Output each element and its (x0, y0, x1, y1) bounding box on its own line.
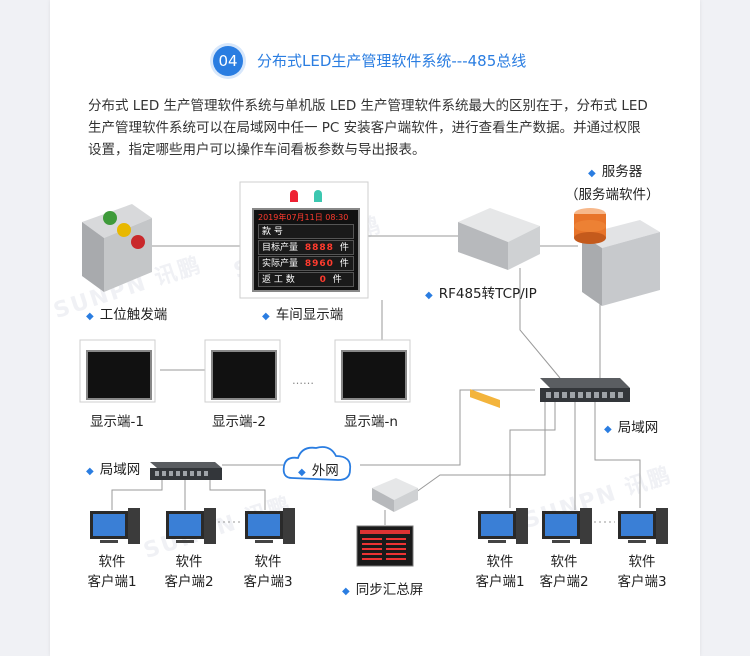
computer-icon (618, 508, 668, 544)
bullet-icon: ◆ (342, 586, 350, 597)
board-row: 返 工 数 0 件 (258, 272, 354, 287)
label-server-software: （服务端软件） (565, 187, 660, 203)
label-line: 客户端2 (164, 574, 214, 590)
label-line: 软件 (628, 554, 656, 570)
label-line: 客户端1 (475, 574, 525, 590)
bullet-icon: ◆ (262, 311, 270, 322)
board-row-value: 8888 (304, 243, 334, 253)
intro-line-2: 生产管理软件系统可以在局域网中任一 PC 安装客户端软件，进行查看生产数据。并通… (88, 120, 641, 136)
computer-icon (478, 508, 528, 544)
label-internet: ◆ 外网 (298, 459, 339, 479)
server-icon (574, 208, 660, 306)
label-line: 客户端3 (243, 574, 293, 590)
small-led-board-icon (86, 350, 152, 400)
dots-separator: …… (292, 374, 314, 387)
label-text: 工位触发端 (99, 307, 168, 323)
label-line: 软件 (254, 554, 282, 570)
section-number-badge: 04 (213, 46, 243, 76)
board-row-label: 返 工 数 (262, 275, 295, 285)
board-row-value: 8960 (304, 259, 334, 269)
intro-line-1: 分布式 LED 生产管理软件系统与单机版 LED 生产管理软件系统最大的区别在于… (88, 98, 648, 114)
computer-icon (245, 508, 295, 544)
label-client-right-1: 软件客户端1 (470, 552, 530, 592)
small-led-board-icon (211, 350, 277, 400)
red-alarm-lamp-icon (290, 190, 298, 202)
workshop-led-board: 2019年07月11日 08:30 款 号 0000000000 目标产量 88… (252, 208, 360, 292)
board-row-unit: 件 (332, 275, 342, 285)
label-text: 外网 (311, 463, 339, 479)
label-client-right-2: 软件客户端2 (534, 552, 594, 592)
trigger-box-icon (82, 204, 152, 292)
label-text: 服务器 (601, 164, 643, 180)
computer-icon (90, 508, 140, 544)
label-client-right-3: 软件客户端3 (612, 552, 672, 592)
intro-line-3: 设置，指定哪些用户可以操作车间看板参数与导出报表。 (88, 142, 426, 158)
label-converter: ◆ RF485转TCP/IP (425, 282, 537, 302)
small-led-board-icon (341, 350, 407, 400)
label-display-n: 显示端-n (344, 414, 398, 430)
section-title: 分布式LED生产管理软件系统---485总线 (257, 52, 527, 70)
bullet-icon: ◆ (604, 424, 612, 435)
label-lan-right: ◆ 局域网 (604, 416, 658, 436)
bullet-icon: ◆ (425, 290, 433, 301)
label-text: 局域网 (617, 420, 659, 436)
board-row: 目标产量 8888 件 (258, 240, 354, 255)
green-alarm-lamp-icon (314, 190, 322, 202)
sync-converter-icon (372, 478, 418, 512)
label-line: 客户端1 (87, 574, 137, 590)
bullet-icon: ◆ (86, 466, 94, 477)
label-workshop-display: ◆ 车间显示端 (262, 303, 343, 323)
board-row-unit: 件 (339, 243, 349, 253)
label-display-2: 显示端-2 (212, 414, 266, 430)
bullet-icon: ◆ (86, 311, 94, 322)
label-line: 软件 (175, 554, 203, 570)
bullet-icon: ◆ (588, 168, 596, 179)
board-row-value: 0 (319, 275, 327, 285)
board-date: 2019年07月11日 08:30 (258, 213, 349, 222)
label-line: 软件 (486, 554, 514, 570)
computer-icon (166, 508, 216, 544)
network-switch-right-icon (540, 378, 630, 402)
label-text: RF485转TCP/IP (438, 286, 537, 302)
cloud-icon (282, 446, 352, 481)
rs485-converter-icon (458, 208, 540, 408)
board-row-label: 目标产量 (262, 243, 299, 253)
label-text: 局域网 (99, 462, 141, 478)
board-row-unit: 件 (339, 259, 349, 269)
label-line: 客户端2 (539, 574, 589, 590)
label-trigger: ◆ 工位触发端 (86, 303, 167, 323)
board-row: 实际产量 8960 件 (258, 256, 354, 271)
network-switch-left-icon (150, 462, 222, 480)
board-row-label: 实际产量 (262, 259, 299, 269)
label-client-left-2: 软件客户端2 (159, 552, 219, 592)
label-sync-screen: ◆ 同步汇总屏 (342, 578, 423, 598)
label-client-left-1: 软件客户端1 (82, 552, 142, 592)
label-line: 软件 (98, 554, 126, 570)
label-client-left-3: 软件客户端3 (238, 552, 298, 592)
label-server: ◆ 服务器 (588, 160, 642, 180)
label-line: 客户端3 (617, 574, 667, 590)
label-text: 车间显示端 (275, 307, 344, 323)
label-line: 软件 (550, 554, 578, 570)
board-row-label: 款 号 (262, 227, 283, 237)
label-display-1: 显示端-1 (90, 414, 144, 430)
board-row: 款 号 0000000000 (258, 224, 354, 252)
bullet-icon: ◆ (298, 467, 306, 478)
intro-paragraph: 分布式 LED 生产管理软件系统与单机版 LED 生产管理软件系统最大的区别在于… (88, 95, 668, 161)
label-lan-left: ◆ 局域网 (86, 458, 140, 478)
label-text: 同步汇总屏 (355, 582, 424, 598)
computer-icon (542, 508, 592, 544)
sync-screen-icon (356, 525, 414, 567)
